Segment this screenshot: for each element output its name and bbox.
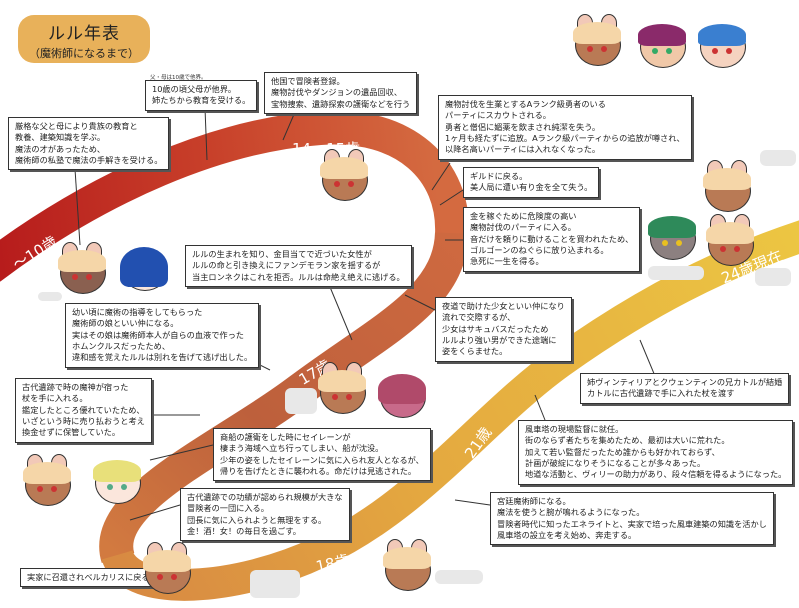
character-face-icon [143,542,191,594]
character-face-icon [703,160,751,212]
character-face-icon [23,454,71,506]
character-face-icon [318,362,366,414]
speech-bubble [755,268,791,286]
event-childhood: 厳格な父と母により貴族の教育と 教養、建築知識を学ぶ。 魔法の才があったため、 … [8,117,170,171]
event-siren: 商船の護衛をした時にセイレーンが 棲まう海域へ立ち行ってしまい、船が沈没。 少年… [213,428,431,482]
event-gorgon: 金を稼ぐために危険度の高い 魔物討伐のパーティに入る。 音だけを頼りに動けること… [463,207,641,272]
speech-bubble [760,150,796,166]
character-face-icon [58,242,106,294]
speech-bubble [250,570,300,598]
event-age10: 10歳の頃父母が他界。 姉たちから教育を受ける。 [145,80,258,111]
speech-bubble [38,292,62,301]
character-face-icon [93,458,141,504]
event-adventurer-band: 古代遺跡での功績が認められ規模が大きな 冒険者の一団に入る。 団長に気に入られよ… [180,488,350,542]
event-guild: ギルドに戻る。 美人局に遭い有り金を全て失う。 [463,167,600,198]
event-homunculus: 幼い頃に魔術の指導をしてもらった 魔術師の娘といい仲になる。 実はその娘は魔術師… [65,303,260,368]
event-staff: 古代遺跡で時の魔神が宿った 杖を手に入れる。 鑑定したところ優れていたため、 い… [15,378,152,443]
event-succubus: 夜道で助けた少女といい仲になり 流れで交際するが、 少女はサキュバスだったため … [435,297,572,362]
parents-note: 父・母は10歳で他界。 [150,75,207,81]
character-face-icon [698,22,746,68]
event-court-mage: 宮廷魔術師になる。 魔法を使うと腕が鳴れるようになった。 冒険者時代に知ったエネ… [490,492,774,546]
character-face-icon [706,214,754,266]
succubus-face-icon [378,372,426,418]
character-face-icon [320,149,368,201]
character-face-icon [120,245,168,291]
event-birth-secret: ルルの生まれを知り、金目当てで近づいた女性が ルルの命と引き換えにファンデモラン… [185,245,412,287]
gorgon-face-icon [648,214,696,260]
page-title: ルル年表 （魔術師になるまで） [18,15,150,63]
event-wedding: 姉ヴィンティリアとクウェンティンの兄カトルが結婚 カトルに古代遺跡で手に入れた杖… [580,373,790,404]
speech-bubble [435,570,483,584]
ribbon-segment-early [0,110,470,282]
event-windmill: 風車塔の現場監督に就任。 街のならず者たちを集めたため、最初は大いに荒れた。 加… [518,420,794,485]
character-face-icon [638,22,686,68]
title-sub: （魔術師になるまで） [29,47,139,60]
speech-bubble [285,388,317,414]
ribbon-segment-late [101,220,799,601]
speech-bubble [648,266,704,280]
age-label: 14〜15歳 [292,140,361,158]
character-face-icon [573,14,621,66]
event-a-rank-party: 魔物討伐を生業とするAランク級勇者のいる パーティにスカウトされる。 勇者と僧侶… [438,95,692,160]
title-main: ルル年表 [48,24,120,44]
character-face-icon [383,539,431,591]
event-adventurer: 他国で冒険者登録。 魔物討伐やダンジョンの遺品回収、 宝物捜索、遺跡探索の護衛な… [264,72,418,114]
event-recalled: 実家に召還されベルカリスに戻る。 [20,568,165,588]
